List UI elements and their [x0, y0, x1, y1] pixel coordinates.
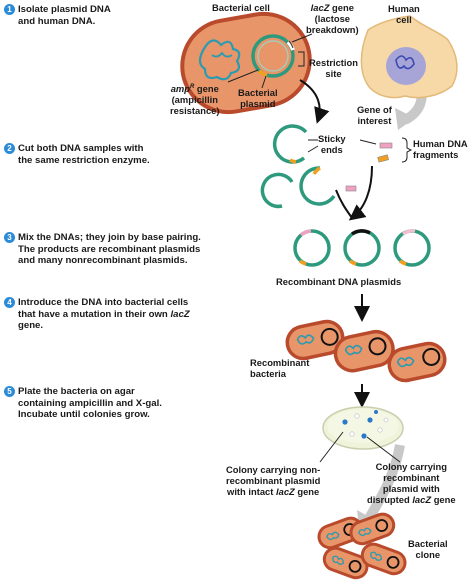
recombinant-bacterium-3 — [387, 341, 447, 383]
bacterial-cell — [180, 11, 312, 115]
label-ampr-gene: ampR gene (ampicillin resistance) — [170, 83, 220, 117]
arrow-mix — [348, 165, 373, 221]
step-4-line-2: that have a mutation in their own lacZ — [18, 308, 190, 320]
step-number-badge: 1 — [4, 4, 15, 15]
recombinant-plasmid-1 — [293, 229, 331, 267]
bacterial-clone-4 — [360, 542, 407, 576]
label-bacterial-cell: Bacterial cell — [212, 2, 270, 13]
dna-fragment-pink — [379, 142, 393, 149]
label-restriction-site: Restriction site — [309, 57, 358, 79]
label-colony-nonrecombinant: Colony carrying non- recombinant plasmid… — [226, 464, 321, 497]
bacterial-clone-2 — [349, 512, 396, 546]
step-number-badge: 5 — [4, 386, 15, 397]
gray-arrow-human-head — [395, 108, 415, 130]
recombinant-plasmid-3 — [393, 229, 431, 267]
cut-plasmid — [272, 124, 308, 164]
bacterial-plasmid — [251, 34, 295, 78]
label-bacterial-clone: Bacterial clone — [408, 538, 448, 560]
label-lacz-gene: lacZ gene (lactose breakdown) — [306, 2, 359, 35]
label-human-cell: Human cell — [388, 3, 420, 25]
label-colony-recombinant: Colony carrying recombinant plasmid with… — [367, 461, 456, 505]
gray-arrow-clone — [363, 444, 405, 523]
label-recombinant-dna-plasmids: Recombinant DNA plasmids — [276, 276, 402, 287]
bacterial-clone-3 — [322, 546, 369, 580]
cut-plasmid-pieces — [260, 166, 357, 209]
petri-dish — [322, 406, 404, 450]
recombinant-bacterium-1 — [285, 319, 345, 361]
label-recombinant-bacteria: Recombinant bacteria — [250, 357, 310, 379]
label-sticky-ends: Sticky ends — [318, 133, 346, 155]
dna-fragment-orange — [377, 154, 389, 163]
nucleus — [386, 47, 426, 85]
recombinant-bacterium-2 — [333, 329, 395, 373]
label-gene-of-interest: Gene of interest — [357, 104, 392, 126]
arrow-cut-plasmid — [299, 79, 330, 124]
label-bacterial-plasmid: Bacterial plasmid — [238, 87, 278, 109]
label-human-dna-fragments: Human DNA fragments — [413, 138, 468, 160]
step-number-badge: 2 — [4, 143, 15, 154]
recombinant-plasmid-2 — [343, 229, 381, 267]
step-number-badge: 3 — [4, 232, 15, 243]
step-number-badge: 4 — [4, 297, 15, 308]
bacterial-chromosome — [198, 39, 241, 81]
